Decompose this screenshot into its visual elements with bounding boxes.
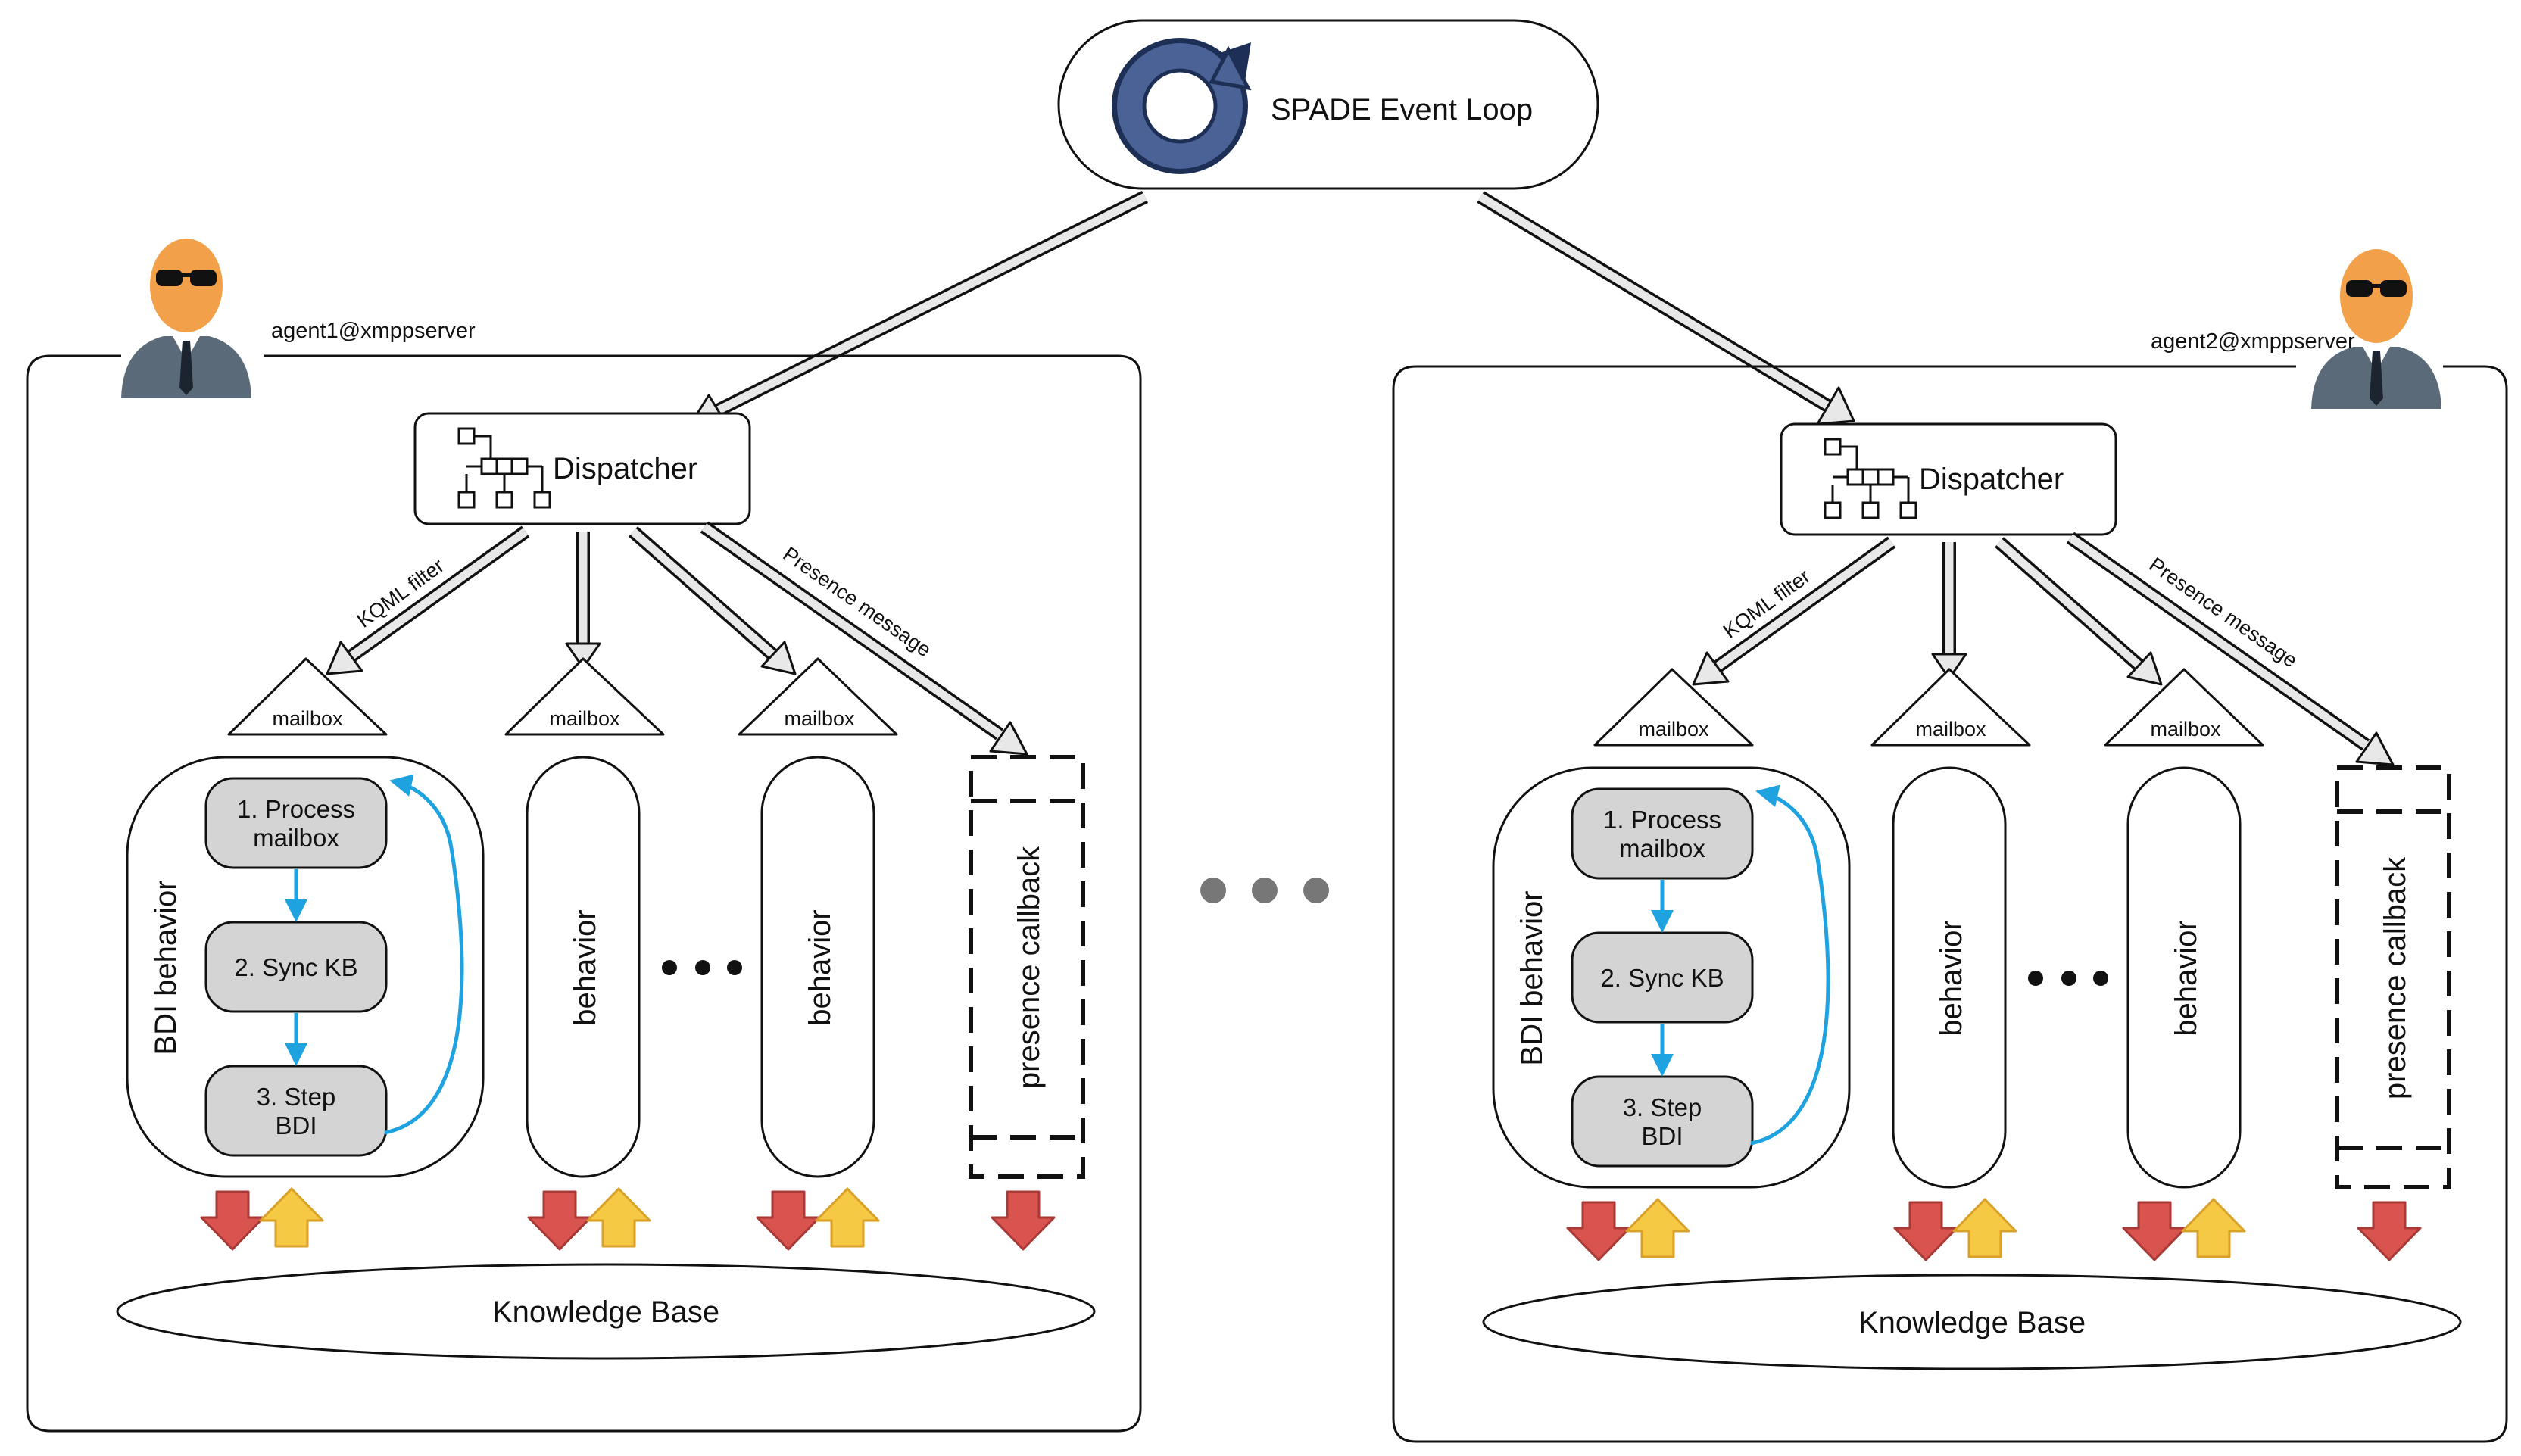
svg-text:2. Sync KB: 2. Sync KB [234, 953, 357, 981]
agent2-step-sync-kb: 2. Sync KB [1571, 931, 1754, 1024]
agent1-presence-arrow [700, 521, 1028, 756]
agent2-id: agent2@xmppserver [2151, 329, 2355, 354]
refresh-cycle-icon [1112, 38, 1252, 174]
agent2-mailbox-behavior1: mailbox [1870, 668, 2031, 747]
agent2-behavior1-arrow [1931, 542, 1967, 680]
agent2-kqml-arrow [1692, 536, 1896, 686]
event-loop-label: SPADE Event Loop [1271, 93, 1533, 126]
svg-text:1. Process: 1. Process [237, 795, 355, 823]
svg-text:3. Step: 3. Step [1623, 1093, 1702, 1121]
svg-text:3. Step: 3. Step [257, 1083, 336, 1111]
agent1-bdi-label: BDI behavior [149, 880, 183, 1055]
agent1-step-sync-kb: 2. Sync KB [204, 921, 388, 1013]
svg-text:mailbox: mailbox [1915, 718, 1986, 740]
agent1-mailbox-bdi: mailbox [227, 657, 388, 736]
agent1-kb-arrows-bdi [200, 1187, 324, 1251]
agent2-kb-arrows-bdi [1566, 1198, 1690, 1261]
agent1-id: agent1@xmppserver [271, 319, 476, 343]
svg-text:mailbox: mailbox [272, 707, 343, 730]
agent2-bdi-behavior: BDI behavior 1. Process mailbox 2. Sync … [1492, 766, 1851, 1189]
svg-text:presence callback: presence callback [1012, 846, 1046, 1089]
agent1-presence-callback: presence callback [969, 755, 1085, 1179]
hierarchy-icon [1824, 438, 1917, 519]
agent1-bdi-behavior: BDI behavior 1. Process mailbox 2. Sync … [126, 756, 485, 1178]
svg-text:behavior: behavior [803, 909, 837, 1025]
hierarchy-icon [457, 427, 551, 509]
agent2-step-step-bdi: 3. Step BDI [1571, 1075, 1754, 1168]
agent2-behavior-ellipsis [2028, 971, 2108, 986]
agent1-behavior-ellipsis [662, 960, 742, 975]
agent1-behavior-2: behavior [760, 756, 875, 1178]
svg-text:mailbox: mailbox [784, 707, 855, 730]
agent1-panel: agent1@xmppserver Dispatcher KQML f [26, 239, 1142, 1433]
agent2-kb-arrows-behavior1 [1893, 1198, 2017, 1261]
svg-text:mailbox: mailbox [2150, 718, 2221, 740]
svg-text:Knowledge Base: Knowledge Base [492, 1295, 719, 1329]
event-loop-to-agent1-arrow [689, 190, 1149, 432]
agent1-kb-arrows-behavior1 [527, 1187, 651, 1251]
event-loop-node: SPADE Event Loop [1057, 19, 1599, 190]
agent2-panel: agent2@xmppserver Dispatcher KQML filter [1392, 249, 2508, 1443]
agent2-behavior-2: behavior [2126, 766, 2242, 1189]
svg-text:presence callback: presence callback [2379, 856, 2412, 1099]
agent2-knowledge-base: Knowledge Base [1482, 1274, 2462, 1370]
agent1-mailbox-behavior2: mailbox [738, 657, 898, 736]
agent2-kb-arrows-behavior2 [2122, 1198, 2246, 1261]
agent1-kb-arrow-presence [991, 1190, 1056, 1251]
agent2-step-process-mailbox: 1. Process mailbox [1571, 787, 1754, 880]
agent2-dispatcher: Dispatcher [1780, 422, 2117, 536]
svg-text:behavior: behavior [1935, 920, 1968, 1036]
svg-text:mailbox: mailbox [549, 707, 620, 730]
agent2-mailbox-bdi: mailbox [1593, 668, 1754, 747]
agent1-step-process-mailbox: 1. Process mailbox [204, 777, 388, 869]
agent1-kqml-arrow [326, 525, 530, 675]
more-agents-dots [1200, 878, 1329, 903]
svg-text:mailbox: mailbox [253, 824, 339, 852]
svg-text:1. Process: 1. Process [1603, 806, 1721, 834]
agent2-mailbox-behavior2: mailbox [2104, 668, 2264, 747]
event-loop-to-agent2-arrow [1477, 191, 1855, 426]
agent1-dispatcher-label: Dispatcher [553, 452, 697, 485]
svg-text:BDI: BDI [1641, 1122, 1683, 1150]
svg-text:behavior: behavior [2170, 920, 2203, 1036]
svg-text:mailbox: mailbox [1619, 834, 1705, 862]
agent2-bdi-label: BDI behavior [1515, 890, 1549, 1065]
svg-text:2. Sync KB: 2. Sync KB [1600, 964, 1724, 992]
agent2-dispatcher-label: Dispatcher [1919, 463, 2064, 496]
svg-text:BDI: BDI [275, 1111, 317, 1140]
agent1-dispatcher: Dispatcher [413, 412, 751, 525]
agent1-step-step-bdi: 3. Step BDI [204, 1065, 388, 1157]
agent1-behavior1-arrow [565, 532, 601, 669]
svg-text:behavior: behavior [569, 909, 602, 1025]
agent-avatar-icon [121, 239, 251, 398]
agent2-kb-arrow-presence [2357, 1201, 2422, 1261]
agent1-mailbox-behavior1: mailbox [504, 657, 665, 736]
svg-text:Knowledge Base: Knowledge Base [1858, 1306, 2086, 1339]
agent1-knowledge-base: Knowledge Base [116, 1263, 1096, 1360]
agent2-behavior-1: behavior [1892, 766, 2007, 1189]
agent-avatar-icon [2311, 249, 2441, 409]
agent2-behavior2-arrow [1995, 537, 2163, 686]
svg-text:mailbox: mailbox [1638, 718, 1709, 740]
agent2-presence-arrow [2066, 532, 2395, 766]
agent1-behavior-1: behavior [526, 756, 641, 1178]
agent1-behavior2-arrow [629, 526, 797, 675]
agent1-kb-arrows-behavior2 [756, 1187, 880, 1251]
agent2-presence-callback: presence callback [2335, 765, 2451, 1189]
